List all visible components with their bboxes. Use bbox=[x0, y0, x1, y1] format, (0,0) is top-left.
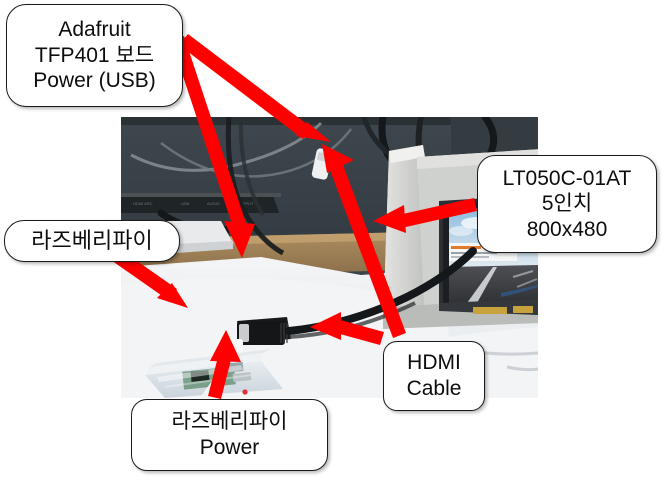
callout-line: 라즈베리파이 bbox=[31, 227, 153, 253]
callout-line: Adafruit bbox=[58, 18, 131, 42]
raspberry-pi-power-callout[interactable]: 라즈베리파이 Power bbox=[131, 399, 328, 471]
callout-line: Power (USB) bbox=[33, 69, 156, 93]
callout-line: 라즈베리파이 bbox=[171, 410, 288, 434]
svg-text:USB: USB bbox=[181, 201, 190, 206]
callout-line: 5인치 bbox=[541, 192, 593, 216]
svg-text:AUDIO: AUDIO bbox=[207, 201, 220, 206]
raspberry-pi-callout[interactable]: 라즈베리파이 bbox=[4, 220, 180, 262]
callout-line: TFP401 보드 bbox=[34, 43, 155, 67]
svg-text:HDMI ARC: HDMI ARC bbox=[133, 201, 153, 206]
callout-line: 800x480 bbox=[526, 217, 608, 241]
callout-line: Power bbox=[199, 436, 260, 459]
hdmi-cable-callout[interactable]: HDMI Cable bbox=[383, 341, 485, 411]
callout-line: Cable bbox=[406, 377, 462, 400]
adafruit-tfp401-power-callout[interactable]: Adafruit TFP401 보드 Power (USB) bbox=[6, 4, 183, 107]
lcd-panel-callout[interactable]: LT050C-01AT 5인치 800x480 bbox=[477, 155, 657, 253]
callout-line: LT050C-01AT bbox=[502, 166, 632, 190]
callout-line: HDMI bbox=[407, 351, 461, 375]
